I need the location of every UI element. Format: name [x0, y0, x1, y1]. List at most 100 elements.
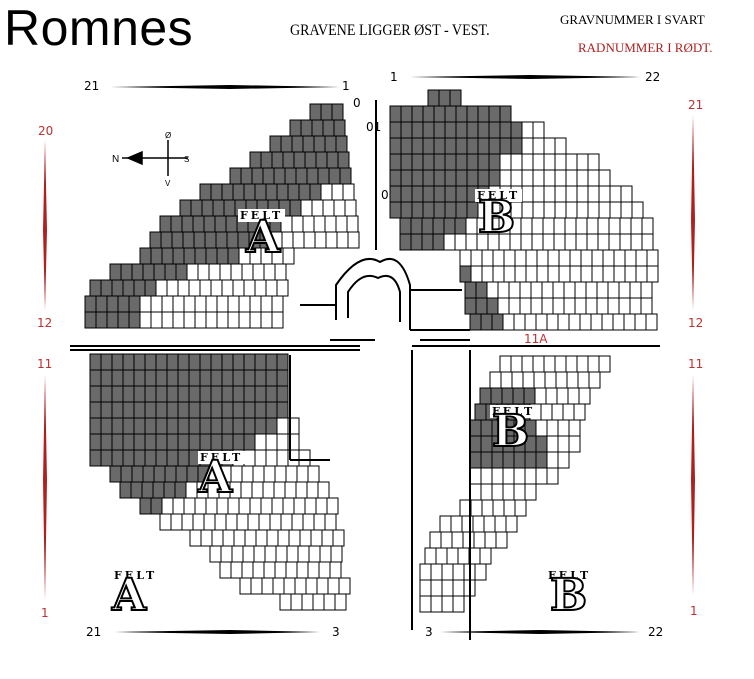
grave-cell: [286, 545, 299, 563]
grave-cell: [282, 151, 295, 169]
grave-cell: [227, 247, 240, 265]
grave-cell: [272, 577, 285, 595]
row-number-right-upper-top: 21: [688, 98, 704, 112]
grave-cell: [316, 577, 329, 595]
grave-cell: [597, 233, 610, 251]
grave-cell: [119, 481, 132, 499]
grave-cell: [232, 353, 245, 371]
grave-cell: [329, 561, 342, 579]
grave-cell: [335, 215, 348, 233]
marker-0-top: 0: [353, 96, 361, 110]
grave-cell: [566, 371, 579, 389]
grave-cell: [264, 545, 277, 563]
grave-cell: [435, 547, 448, 565]
grave-cell: [557, 451, 570, 469]
grave-cell: [473, 531, 486, 549]
grave-cell: [441, 595, 454, 613]
grave-cell: [214, 513, 227, 531]
grave-cell: [333, 199, 346, 217]
grave-number-top-right-start: 1: [390, 70, 398, 84]
grave-cell: [243, 449, 256, 467]
grave-cell: [128, 311, 141, 329]
grave-cell: [569, 249, 582, 267]
felt-label-b-south: FELT: [490, 402, 538, 420]
grave-cell: [205, 311, 218, 329]
grave-cell: [297, 545, 310, 563]
grave-cell: [192, 215, 205, 233]
grave-cell: [532, 201, 545, 219]
grave-cell: [305, 577, 318, 595]
grave-cell: [271, 497, 284, 515]
grave-cell: [503, 499, 516, 517]
grave-cell: [455, 137, 468, 155]
grave-cell: [429, 531, 442, 549]
grave-cell: [481, 499, 494, 517]
grave-cell: [630, 233, 643, 251]
grave-cell: [199, 353, 212, 371]
grave-cell: [475, 281, 488, 299]
grave-cell: [546, 313, 559, 331]
grave-cell: [188, 369, 201, 387]
grave-cell: [100, 369, 113, 387]
grave-cell: [590, 313, 603, 331]
grave-cell: [389, 137, 402, 155]
grave-cell: [646, 249, 659, 267]
grave-cell: [480, 467, 493, 485]
grave-cell: [580, 265, 593, 283]
grave-cell: [411, 153, 424, 171]
grave-cell: [464, 281, 477, 299]
grave-cell: [161, 247, 174, 265]
grave-cell: [161, 295, 174, 313]
grave-cell: [557, 435, 570, 453]
grave-cell: [258, 513, 271, 531]
grave-cell: [596, 297, 609, 315]
grave-cell: [274, 561, 287, 579]
grave-cell: [265, 433, 278, 451]
grave-cell: [399, 233, 412, 251]
grave-cell: [585, 281, 598, 299]
grave-cell: [491, 483, 504, 501]
grave-cell: [444, 137, 457, 155]
grave-cell: [336, 231, 349, 249]
grave-cell: [240, 481, 253, 499]
grave-cell: [328, 167, 341, 185]
grave-cell: [263, 465, 276, 483]
grave-cell: [469, 467, 482, 485]
grave-cell: [422, 153, 435, 171]
grave-cell: [619, 217, 632, 235]
grave-cell: [411, 169, 424, 187]
grave-cell: [276, 279, 289, 297]
svg-text:N: N: [112, 154, 119, 165]
grave-cell: [422, 105, 435, 123]
grave-cell: [576, 153, 589, 171]
grave-cell: [466, 105, 479, 123]
grave-cell: [150, 311, 163, 329]
felt-letter-b-north: B: [477, 192, 516, 243]
grave-cell: [133, 401, 146, 419]
grave-cell: [273, 167, 286, 185]
grave-cell: [521, 121, 534, 139]
grave-cell: [535, 313, 548, 331]
grave-cell: [612, 313, 625, 331]
grave-cell: [177, 417, 190, 435]
grave-cell: [238, 497, 251, 515]
grave-cell: [585, 297, 598, 315]
grave-cell: [131, 465, 144, 483]
grave-cell: [503, 249, 516, 267]
grave-cell: [183, 295, 196, 313]
grave-cell: [250, 577, 263, 595]
grave-cell: [243, 433, 256, 451]
grave-cell: [306, 167, 319, 185]
grave-cell: [439, 515, 452, 533]
grave-cell: [209, 545, 222, 563]
grave-cell: [484, 531, 497, 549]
grave-cell: [265, 449, 278, 467]
grave-cell: [214, 215, 227, 233]
grave-cell: [262, 167, 275, 185]
grave-cell: [273, 481, 286, 499]
grave-cell: [155, 417, 168, 435]
grave-cell: [252, 465, 265, 483]
grave-cell: [216, 247, 229, 265]
grave-cell: [634, 313, 647, 331]
grave-cell: [210, 279, 223, 297]
